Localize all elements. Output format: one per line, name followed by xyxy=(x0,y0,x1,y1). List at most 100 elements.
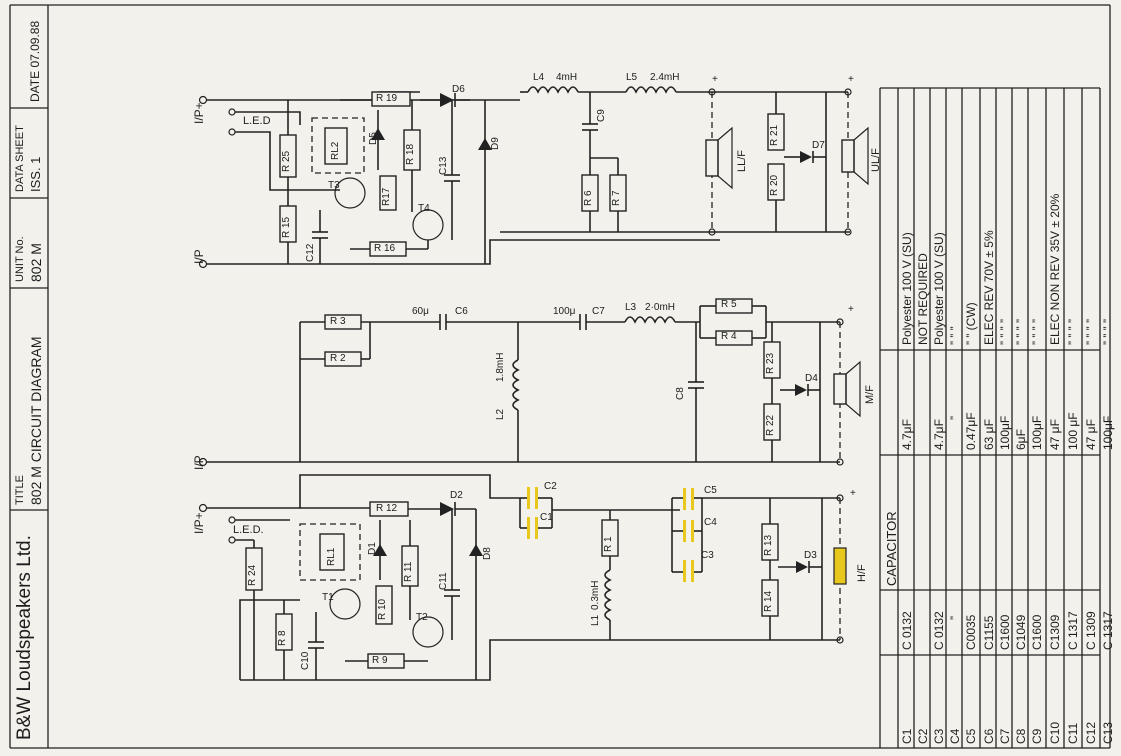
mf-input-negative-label: I/P xyxy=(192,455,206,470)
drawing-date: DATE 07.09.88 xyxy=(28,20,42,102)
table-row-desc: ” ” ” ” xyxy=(1084,319,1098,345)
label-rl2: RL2 xyxy=(330,141,341,160)
table-row-value: 0.47μF xyxy=(964,412,978,450)
label-d3: D3 xyxy=(804,550,817,561)
label-r13: R 13 xyxy=(763,534,774,556)
label-r12: R 12 xyxy=(376,503,398,514)
label-l3-value: 2·0mH xyxy=(645,302,676,313)
table-row-part: C1049 xyxy=(1014,614,1028,650)
speaker-ll-f-label: LL/F xyxy=(736,149,748,172)
label-d7: D7 xyxy=(812,140,825,151)
table-row-part: C 0132 xyxy=(900,611,914,650)
label-l5-value: 2.4mH xyxy=(650,72,680,83)
label-c11: C11 xyxy=(438,572,449,590)
label-c8: C8 xyxy=(675,387,686,400)
label-d1: D1 xyxy=(367,542,378,555)
ll-f-polarity-marker: + xyxy=(712,74,718,85)
label-r11: R 11 xyxy=(403,561,414,582)
table-row-desc: ” ” ” ” xyxy=(1030,319,1044,345)
capacitor-table-grid xyxy=(879,87,1101,748)
label-c3: C3 xyxy=(701,550,714,561)
label-c13: C13 xyxy=(438,156,449,175)
table-row-ref: C12 xyxy=(1084,721,1098,744)
table-row-desc: ” ” ” ” xyxy=(998,319,1012,345)
label-c6: C6 xyxy=(455,306,468,317)
table-row-part: C0035 xyxy=(964,614,978,650)
table-row-ref: C13 xyxy=(1101,721,1115,744)
h-f-polarity-marker: + xyxy=(850,488,856,499)
table-row-ref: C3 xyxy=(932,728,946,744)
label-t2: T2 xyxy=(416,612,428,623)
table-row-part: C 1309 xyxy=(1084,611,1098,650)
table-row-ref: C2 xyxy=(916,728,930,744)
table-row-part: C 1317 xyxy=(1101,611,1115,650)
ul-led-label: L.E.D xyxy=(243,115,271,127)
table-row-value: 6μF xyxy=(1014,429,1028,450)
ul-circuit xyxy=(198,86,869,269)
label-r21: R 21 xyxy=(769,124,780,146)
mf-circuit xyxy=(198,298,861,467)
ul-input-negative-label: I/P xyxy=(192,249,206,264)
label-r5: R 5 xyxy=(721,299,737,310)
speaker-m-f-label: M/F xyxy=(864,385,876,404)
table-row-part: C1600 xyxy=(998,614,1012,650)
table-row-value: 47 μF xyxy=(1084,419,1098,450)
label-r7: R 7 xyxy=(611,190,622,206)
drawing-title: 802 M CIRCUIT DIAGRAM xyxy=(28,336,44,505)
table-row-ref: C8 xyxy=(1014,728,1028,744)
label-r23: R 23 xyxy=(765,352,776,374)
table-row-desc: Polyester 100 V (SU) xyxy=(900,232,914,345)
speaker-h-f-label: H/F xyxy=(856,564,868,582)
label-r19: R 19 xyxy=(376,93,398,104)
label-r6: R 6 xyxy=(583,190,594,206)
label-c12: C12 xyxy=(305,243,316,262)
table-row-ref: C5 xyxy=(964,728,978,744)
table-row-desc: ELEC REV 70V ± 5% xyxy=(982,230,996,345)
table-row-ref: C7 xyxy=(998,728,1012,744)
table-row-part: C1155 xyxy=(982,615,996,650)
table-row-value: 100μF xyxy=(1030,415,1044,450)
table-row-value: 100 μF xyxy=(1066,412,1080,450)
label-l1: L1 xyxy=(590,614,601,626)
hf-circuit xyxy=(198,474,847,681)
label-r10: R 10 xyxy=(377,598,388,620)
table-row-ref: C11 xyxy=(1066,722,1080,744)
label-r22: R 22 xyxy=(765,414,776,436)
label-t1: T1 xyxy=(322,592,334,603)
label-c6-value: 60μ xyxy=(412,306,429,317)
unit-number: 802 M xyxy=(28,243,44,282)
label-c7: C7 xyxy=(592,306,605,317)
table-row-desc: NOT REQUIRED xyxy=(916,253,930,345)
table-row-desc: Polyester 100 V (SU) xyxy=(932,232,946,345)
label-r18: R 18 xyxy=(405,143,416,165)
label-rl1: RL1 xyxy=(326,547,337,566)
table-row-ref: C4 xyxy=(948,728,962,744)
table-row-part: C1309 xyxy=(1048,614,1062,650)
table-row-value: 47 μF xyxy=(1048,419,1062,450)
data-sheet-label: DATA SHEET xyxy=(14,125,26,192)
ul-f-polarity-marker: + xyxy=(848,74,854,85)
label-d4: D4 xyxy=(805,373,818,384)
unit-label: UNIT No. xyxy=(14,236,26,282)
table-row-value: ” xyxy=(948,416,962,420)
label-r16: R 16 xyxy=(374,243,396,254)
label-r3: R 3 xyxy=(330,316,346,327)
title-label: TITLE xyxy=(14,475,26,505)
label-c10: C10 xyxy=(300,651,311,670)
label-d6: D6 xyxy=(452,84,465,95)
label-t3: T3 xyxy=(328,180,340,191)
label-l2-value: 1.8mH xyxy=(495,352,506,382)
label-d9: D9 xyxy=(490,137,501,150)
label-c4: C4 xyxy=(704,517,717,528)
label-r8: R 8 xyxy=(277,630,288,646)
label-r4: R 4 xyxy=(721,331,737,342)
company-name: B&W Loudspeakers Ltd. xyxy=(14,535,35,740)
table-row-ref: C6 xyxy=(982,728,996,744)
table-row-desc: ” ” ” xyxy=(948,326,962,345)
label-c5: C5 xyxy=(704,485,717,496)
label-l4-value: 4mH xyxy=(556,72,578,83)
label-l2: L2 xyxy=(495,408,506,420)
table-row-part: C 0132 xyxy=(932,611,946,650)
table-row-value: 4.7μF xyxy=(932,419,946,450)
